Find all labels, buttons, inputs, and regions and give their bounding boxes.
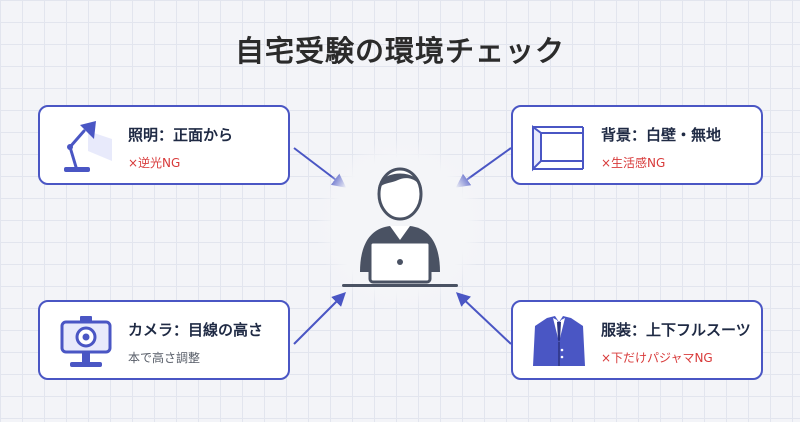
background-card: 背景：白壁・無地 ×生活感NG xyxy=(511,105,763,185)
arrow-clothing xyxy=(455,292,512,345)
page-title: 自宅受験の環境チェック xyxy=(234,34,565,68)
suit-jacket-icon xyxy=(533,316,585,366)
camera-card: カメラ：目線の高さ 本で高さ調整 xyxy=(38,300,290,380)
camera-label: カメラ：目線の高さ xyxy=(128,321,264,339)
clothing-note: ×下だけパジャマNG xyxy=(601,351,713,365)
background-note: ×生活感NG xyxy=(601,156,666,170)
clothing-card: 服装：上下フルスーツ ×下だけパジャマNG xyxy=(511,300,763,380)
plain-wall-icon xyxy=(532,125,584,172)
person-at-laptop-icon xyxy=(342,167,458,287)
desk-lamp-icon xyxy=(64,121,112,172)
lighting-label: 照明：正面から xyxy=(128,126,234,144)
background-label: 背景：白壁・無地 xyxy=(601,126,722,144)
camera-note: 本で高さ調整 xyxy=(128,351,201,365)
lighting-note: ×逆光NG xyxy=(128,156,181,170)
clothing-label: 服装：上下フルスーツ xyxy=(601,321,751,339)
webcam-icon xyxy=(60,316,112,367)
arrow-camera xyxy=(293,292,346,345)
lighting-card: 照明：正面から ×逆光NG xyxy=(38,105,290,185)
